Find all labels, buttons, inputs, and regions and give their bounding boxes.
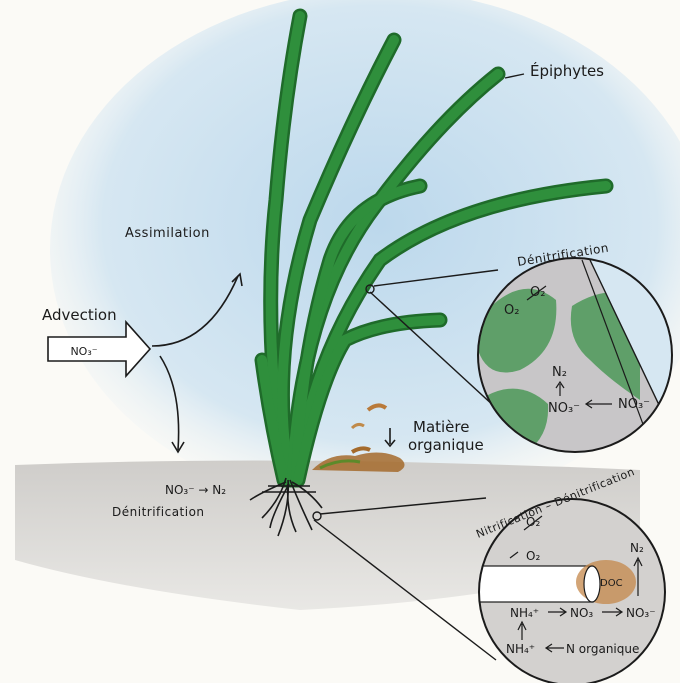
leaf-o2-left: O₂: [504, 303, 519, 318]
nit-no3: NO₃: [570, 606, 593, 620]
advection-box-label: NO₃⁻: [70, 345, 97, 358]
nit-nh4-bottom: NH₄⁺: [506, 642, 535, 656]
organic-matter-label-2: organique: [408, 436, 484, 454]
leaf-no3: NO₃⁻: [548, 401, 580, 416]
assimilation-label: Assimilation: [125, 226, 210, 241]
leaf-no3-right: NO₃⁻: [618, 397, 650, 412]
epiphytes-label: Épiphytes: [530, 61, 604, 80]
nit-n2: N₂: [630, 541, 644, 555]
sediment-process-label: Dénitrification: [112, 505, 205, 519]
organic-matter-label-1: Matière: [413, 418, 469, 436]
nit-no3-end: NO₃⁻: [626, 606, 656, 620]
sediment-reaction: NO₃⁻ → N₂: [165, 483, 226, 497]
nit-doc: DOC: [600, 578, 623, 589]
nit-nh4: NH₄⁺: [510, 606, 539, 620]
leaf-n2: N₂: [552, 365, 567, 380]
nit-o2-mid: O₂: [526, 549, 540, 563]
advection-label: Advection: [42, 306, 117, 324]
nit-n-organic: N organique: [566, 642, 639, 656]
